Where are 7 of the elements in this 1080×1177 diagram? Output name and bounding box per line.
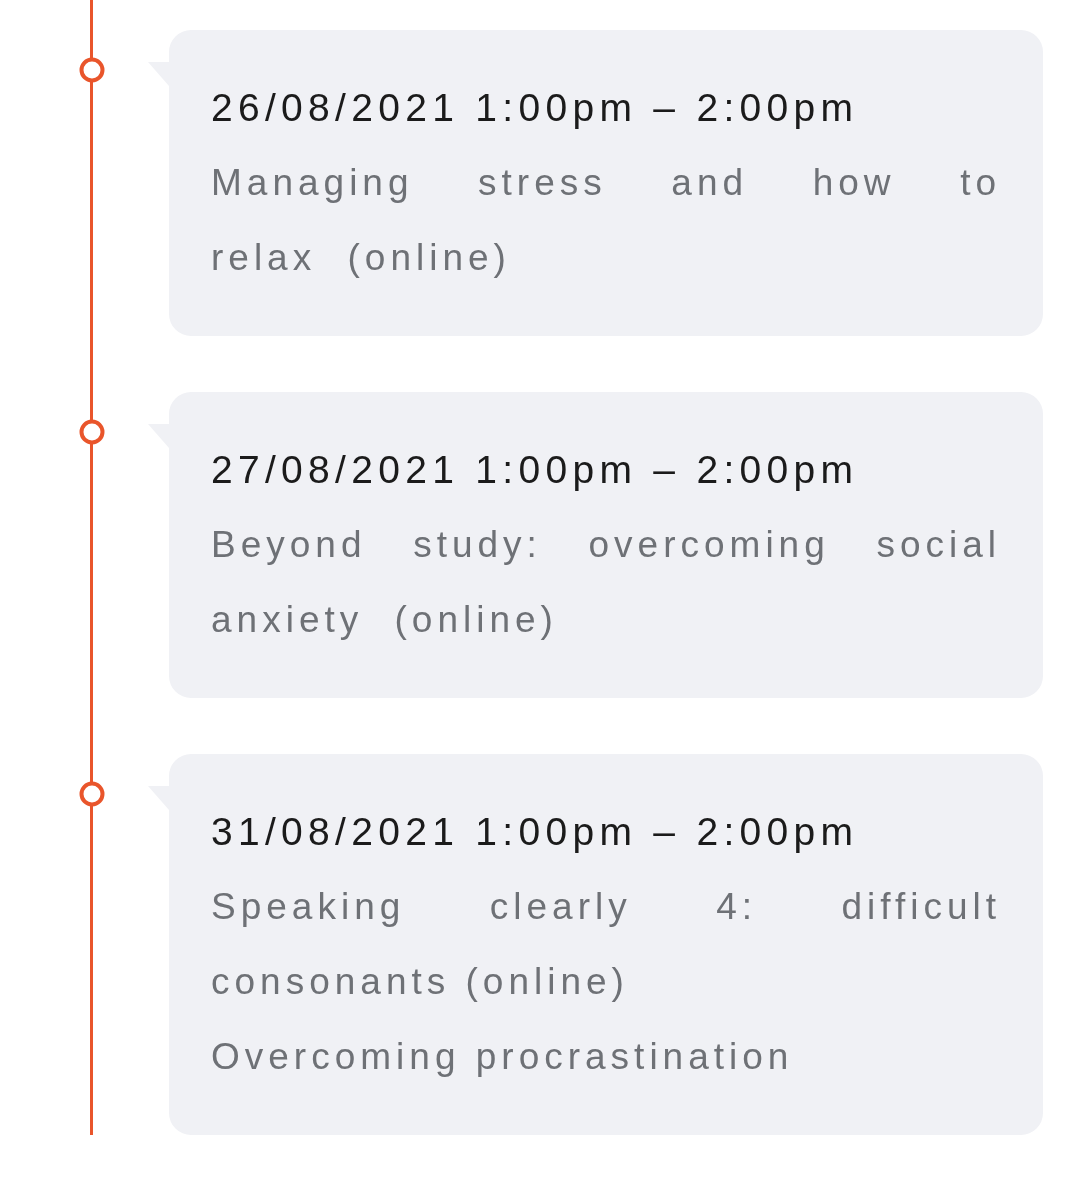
event-title: Speaking clearly 4: difficult consonants (online) [211,885,1001,1004]
event-title: Beyond study: overcoming social anxiety (online) [211,523,1001,642]
event-title: Managing stress and how to relax (online) [211,161,1001,280]
event-time: 31/08/2021 1:00pm – 2:00pm [211,809,860,855]
event-time: 26/08/2021 1:00pm – 2:00pm [211,85,860,131]
event-title: Overcoming procrastination [211,1035,795,1079]
event-time: 27/08/2021 1:00pm – 2:00pm [211,447,860,493]
